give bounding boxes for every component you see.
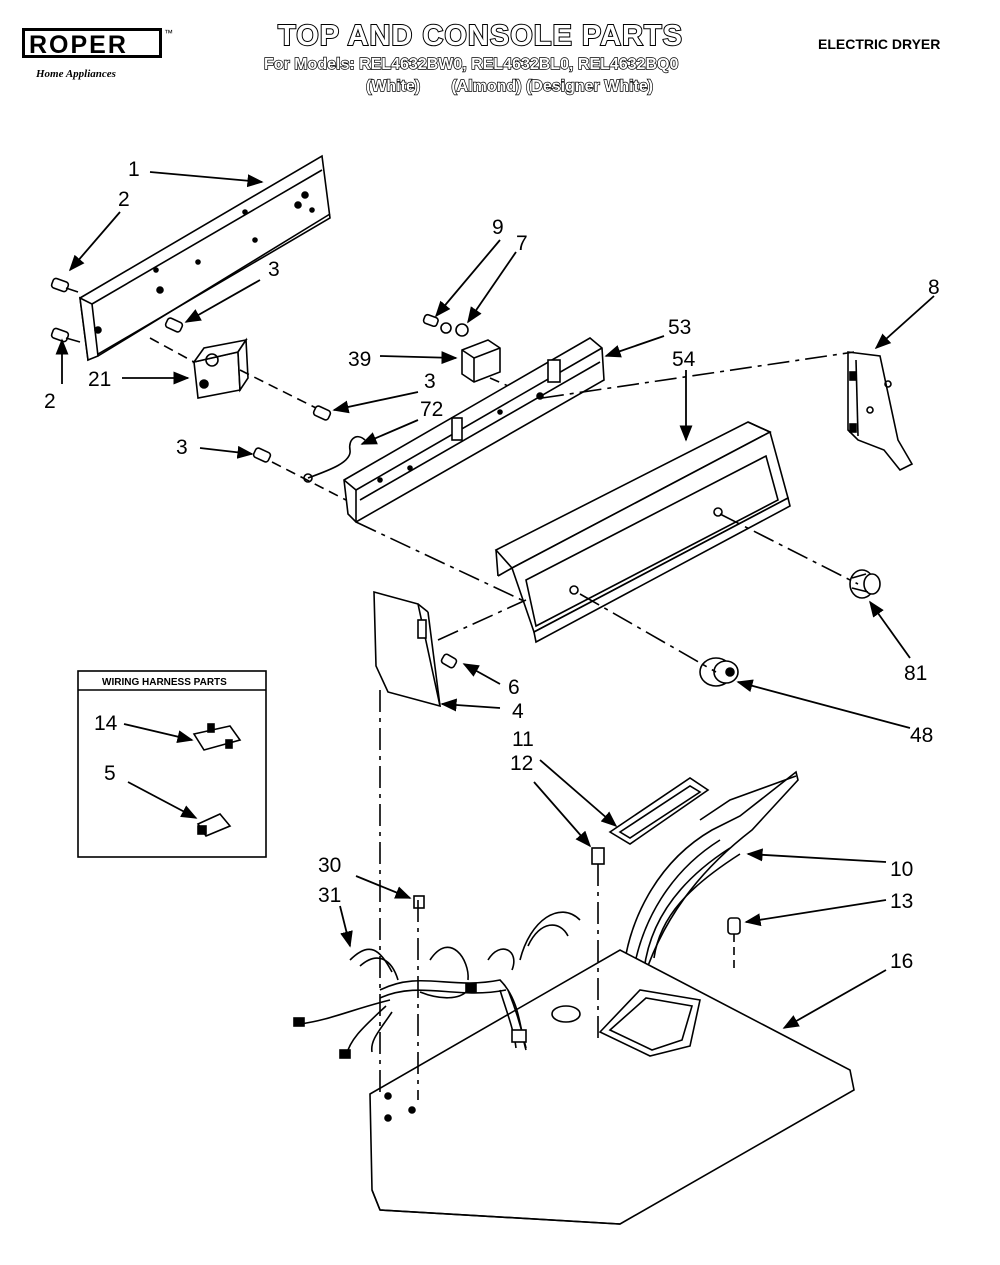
screw-part-3a (164, 317, 184, 333)
callout-5: 5 (104, 762, 116, 785)
callout-1: 1 (128, 158, 140, 181)
switch-part-39 (461, 339, 541, 401)
trademark-symbol: ™ (164, 28, 173, 38)
callout-13: 13 (890, 890, 913, 913)
screw-part-2a (50, 277, 79, 293)
roper-logo: ROPER ™ Home Appliances (22, 28, 173, 82)
screw-part-9 (422, 313, 439, 328)
brand-subtitle: Home Appliances (36, 68, 116, 80)
callout-2a: 2 (118, 188, 130, 211)
callout-2b: 2 (44, 390, 56, 413)
screw-part-3c (252, 447, 347, 501)
brand-name: ROPER (29, 31, 128, 59)
end-cap-part-8 (847, 351, 914, 472)
callout-9: 9 (492, 216, 504, 239)
callout-11: 11 (512, 728, 534, 751)
console-part-54 (494, 421, 791, 644)
wire-channel-part-10 (621, 770, 799, 991)
callout-30: 30 (318, 854, 341, 877)
callout-12: 12 (510, 752, 533, 775)
rear-panel-part (79, 154, 331, 362)
page-title: TOP AND CONSOLE PARTS (277, 19, 684, 53)
callout-4: 4 (512, 700, 524, 723)
knob-part-48 (699, 657, 739, 687)
console-bracket-part-53 (343, 337, 605, 523)
screw-part-13 (727, 917, 741, 972)
wiring-harness-parts-box (77, 670, 267, 858)
bracket-part-4 (373, 590, 442, 708)
callout-16: 16 (890, 950, 913, 973)
washer-part-7 (440, 322, 469, 337)
callout-3c: 3 (176, 436, 188, 459)
screw-part-3b (312, 405, 332, 421)
screw-part-6 (440, 653, 458, 669)
clip-part-30 (413, 895, 425, 909)
models-line: For Models: REL4632BW0, REL4632BL0, REL4… (263, 55, 679, 73)
callout-3a: 3 (268, 258, 280, 281)
colors-line: (White) (Almond) (Designer White) (365, 77, 654, 95)
callout-numbers: 1 2 2 3 3 3 21 72 9 7 39 53 54 8 81 48 6… (44, 158, 940, 973)
callout-6: 6 (508, 676, 520, 699)
callout-10: 10 (890, 858, 913, 881)
callout-39: 39 (348, 348, 371, 371)
wiring-harness-part-31 (293, 911, 581, 1059)
callout-21: 21 (88, 368, 111, 391)
callout-54: 54 (672, 348, 696, 371)
knob-part-81 (849, 569, 881, 599)
dryer-type: ELECTRIC DRYER (818, 36, 941, 52)
callout-72: 72 (420, 398, 443, 421)
wire-part-72 (303, 435, 366, 483)
assembly-lines (355, 351, 859, 1100)
callout-14: 14 (94, 712, 118, 735)
callout-53: 53 (668, 316, 691, 339)
callout-8: 8 (928, 276, 940, 299)
callout-3b: 3 (424, 370, 436, 393)
connector-part-14 (192, 723, 242, 751)
logo-box: ROPER (22, 28, 162, 58)
clip-part-12 (591, 847, 605, 865)
callout-31: 31 (318, 884, 341, 907)
timer-part-21 (149, 337, 321, 411)
connector-part-5 (196, 813, 232, 837)
cover-part-11 (608, 777, 710, 845)
harness-box-title: WIRING HARNESS PARTS (102, 677, 227, 688)
callout-7: 7 (516, 232, 528, 255)
callout-48: 48 (910, 724, 933, 747)
top-panel-part-16 (369, 949, 855, 1225)
screw-part-2b (50, 327, 81, 343)
callout-81: 81 (904, 662, 927, 685)
leader-lines (55, 171, 935, 1029)
